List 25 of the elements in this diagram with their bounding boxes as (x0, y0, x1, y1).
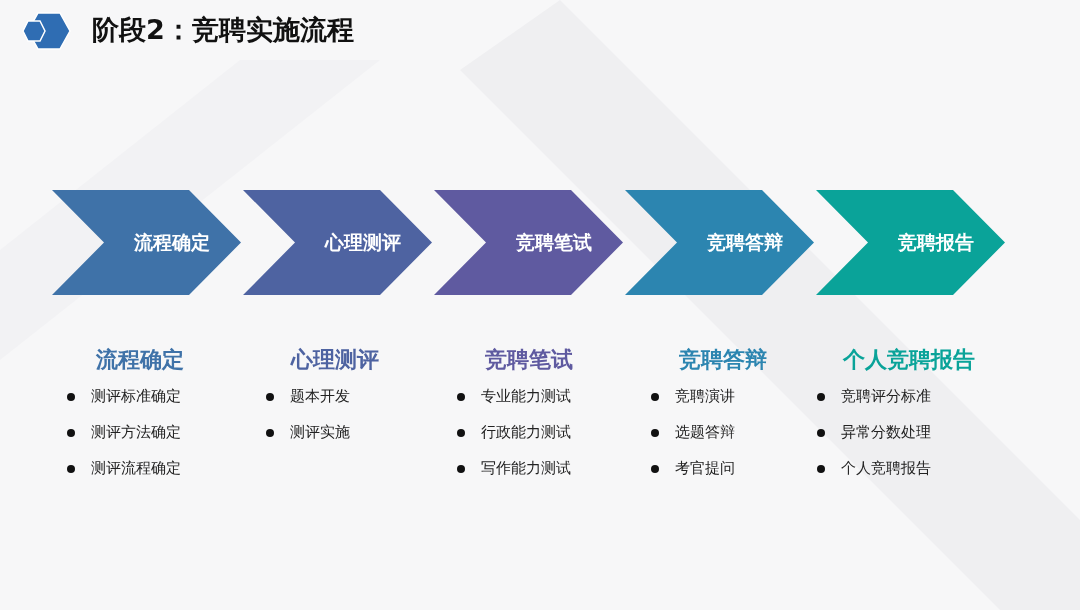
process-step: 竞聘答辩 (625, 190, 814, 295)
column-heading: 竞聘答辩 (679, 346, 767, 374)
list-item: 测评方法确定 (91, 423, 181, 442)
column-heading: 心理测评 (291, 346, 379, 374)
list-item: 竞聘评分标准 (841, 387, 931, 406)
list-item: 测评标准确定 (91, 387, 181, 406)
process-step: 竞聘报告 (816, 190, 1005, 295)
list-item: 题本开发 (290, 387, 350, 406)
list-item: 写作能力测试 (481, 459, 571, 478)
list-item: 测评实施 (290, 423, 350, 442)
list-item: 个人竞聘报告 (841, 459, 931, 478)
list-item: 异常分数处理 (841, 423, 931, 442)
list-item: 考官提问 (675, 459, 735, 478)
list-item: 选题答辩 (675, 423, 735, 442)
process-step: 心理测评 (243, 190, 432, 295)
column-heading: 个人竞聘报告 (843, 346, 975, 374)
list-item: 行政能力测试 (481, 423, 571, 442)
column-heading: 流程确定 (96, 346, 184, 374)
page-title: 阶段2：竞聘实施流程 (92, 13, 354, 47)
list-item: 专业能力测试 (481, 387, 571, 406)
list-item: 竞聘演讲 (675, 387, 735, 406)
process-step: 流程确定 (52, 190, 241, 295)
column-heading: 竞聘笔试 (485, 346, 573, 374)
list-item: 测评流程确定 (91, 459, 181, 478)
process-step: 竞聘笔试 (434, 190, 623, 295)
